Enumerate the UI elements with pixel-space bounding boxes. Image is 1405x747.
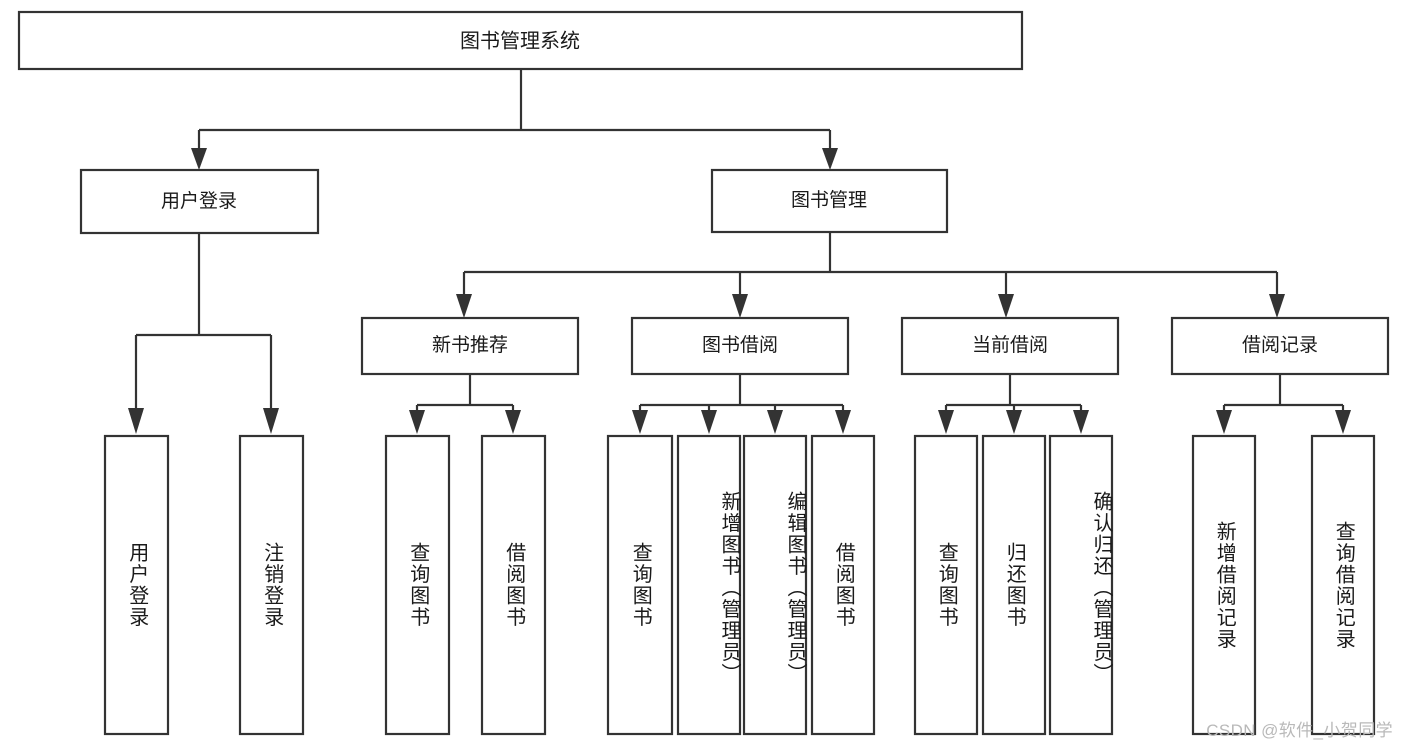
arrowhead-book-borrow <box>732 294 748 318</box>
leaf-box-user-login-1[interactable] <box>103 434 170 736</box>
arrowhead-leaf-bb-2 <box>701 410 717 434</box>
node-new-book-recommend[interactable]: 新书推荐 <box>360 316 580 376</box>
csdn-watermark: CSDN @软件_小贺同学 <box>1206 721 1393 740</box>
node-root-label: 图书管理系统 <box>460 29 580 52</box>
arrowhead-leaf-bb-1 <box>632 410 648 434</box>
node-book-borrow-label: 图书借阅 <box>702 334 778 356</box>
arrowhead-leaf-nb-1 <box>409 410 425 434</box>
node-current-borrow-label: 当前借阅 <box>972 334 1048 356</box>
leaf-box-current-borrow-1[interactable] <box>913 434 979 736</box>
arrowhead-leaf-ul-2 <box>263 408 279 434</box>
node-borrow-record-box[interactable] <box>1170 316 1390 376</box>
arrowhead-leaf-bb-4 <box>835 410 851 434</box>
arrowhead-leaf-br-1 <box>1216 410 1232 434</box>
node-current-borrow-box[interactable] <box>900 316 1120 376</box>
leaf-box-new-book-2[interactable] <box>480 434 547 736</box>
arrowhead-leaf-ul-1 <box>128 408 144 434</box>
leaf-box-borrow-record-2[interactable] <box>1310 434 1376 736</box>
leaf-box-book-borrow-2[interactable] <box>676 434 742 736</box>
leaf-box-new-book-1[interactable] <box>384 434 451 736</box>
node-borrow-record[interactable]: 借阅记录 <box>1170 316 1390 376</box>
leaf-box-book-borrow-1[interactable] <box>606 434 674 736</box>
node-book-borrow[interactable]: 图书借阅 <box>630 316 850 376</box>
node-new-book-recommend-box[interactable] <box>360 316 580 376</box>
arrowhead-borrow-record <box>1269 294 1285 318</box>
node-book-management-box[interactable] <box>710 168 949 234</box>
node-book-management[interactable]: 图书管理 <box>710 168 949 234</box>
node-user-login-label: 用户登录 <box>161 190 237 212</box>
node-root[interactable]: 图书管理系统 <box>17 10 1024 71</box>
node-root-box[interactable] <box>17 10 1024 71</box>
arrowhead-leaf-br-2 <box>1335 410 1351 434</box>
node-book-borrow-box[interactable] <box>630 316 850 376</box>
node-user-login[interactable]: 用户登录 <box>79 168 320 235</box>
leaf-box-current-borrow-3[interactable] <box>1048 434 1114 736</box>
node-user-login-box[interactable] <box>79 168 320 235</box>
leaf-box-book-borrow-4[interactable] <box>810 434 876 736</box>
node-current-borrow[interactable]: 当前借阅 <box>900 316 1120 376</box>
leaf-box-book-borrow-3[interactable] <box>742 434 808 736</box>
arrowhead-book-mgmt <box>822 148 838 170</box>
arrowhead-user-login <box>191 148 207 170</box>
node-borrow-record-label: 借阅记录 <box>1242 334 1318 356</box>
node-new-book-recommend-label: 新书推荐 <box>432 334 508 356</box>
arrowhead-leaf-cb-2 <box>1006 410 1022 434</box>
leaf-box-user-login-2[interactable] <box>238 434 305 736</box>
arrowhead-current-borrow <box>998 294 1014 318</box>
arrowhead-leaf-cb-1 <box>938 410 954 434</box>
arrowhead-leaf-cb-3 <box>1073 410 1089 434</box>
leaf-box-borrow-record-1[interactable] <box>1191 434 1257 736</box>
arrowhead-leaf-nb-2 <box>505 410 521 434</box>
arrowhead-new-book <box>456 294 472 318</box>
arrowhead-leaf-bb-3 <box>767 410 783 434</box>
leaf-box-current-borrow-2[interactable] <box>981 434 1047 736</box>
node-book-management-label: 图书管理 <box>791 189 867 211</box>
leaf-box-group <box>103 434 1376 736</box>
connector-group <box>128 69 1351 434</box>
